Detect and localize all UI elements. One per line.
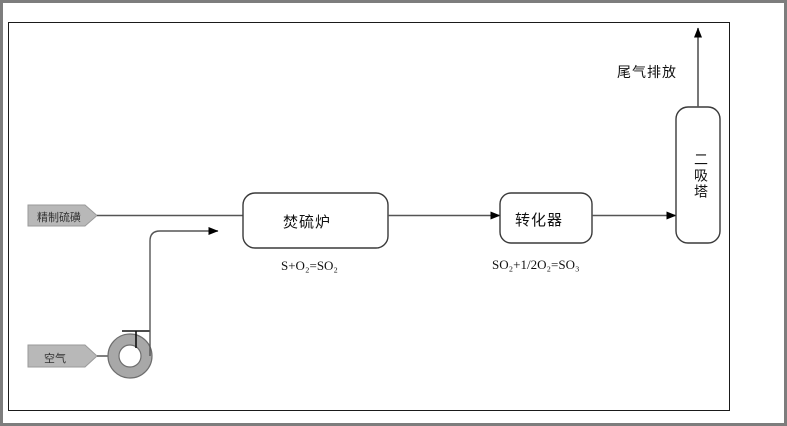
converter-box	[499, 192, 593, 244]
blower-inner-circle	[118, 344, 142, 368]
converter-formula: SO₂+1/2O₂=SO₃	[492, 257, 580, 272]
furnace-label: 焚硫炉	[283, 214, 332, 231]
furnace-formula: S+O₂=SO₂	[281, 258, 338, 273]
air-discharge-pipe	[149, 227, 219, 356]
blower-motor-mount	[122, 330, 150, 348]
sulfur-input-tag-shape	[27, 204, 98, 227]
air-input-tag-shape	[27, 344, 98, 368]
tail-gas-label: 尾气排放	[617, 64, 677, 80]
sulfur-input-label: 精制硫磺	[37, 212, 81, 224]
converter-label: 转化器	[515, 212, 564, 229]
absorption-tower-label: 二吸塔	[693, 152, 709, 200]
air-input-label: 空气	[44, 353, 66, 365]
furnace-box	[242, 192, 389, 249]
